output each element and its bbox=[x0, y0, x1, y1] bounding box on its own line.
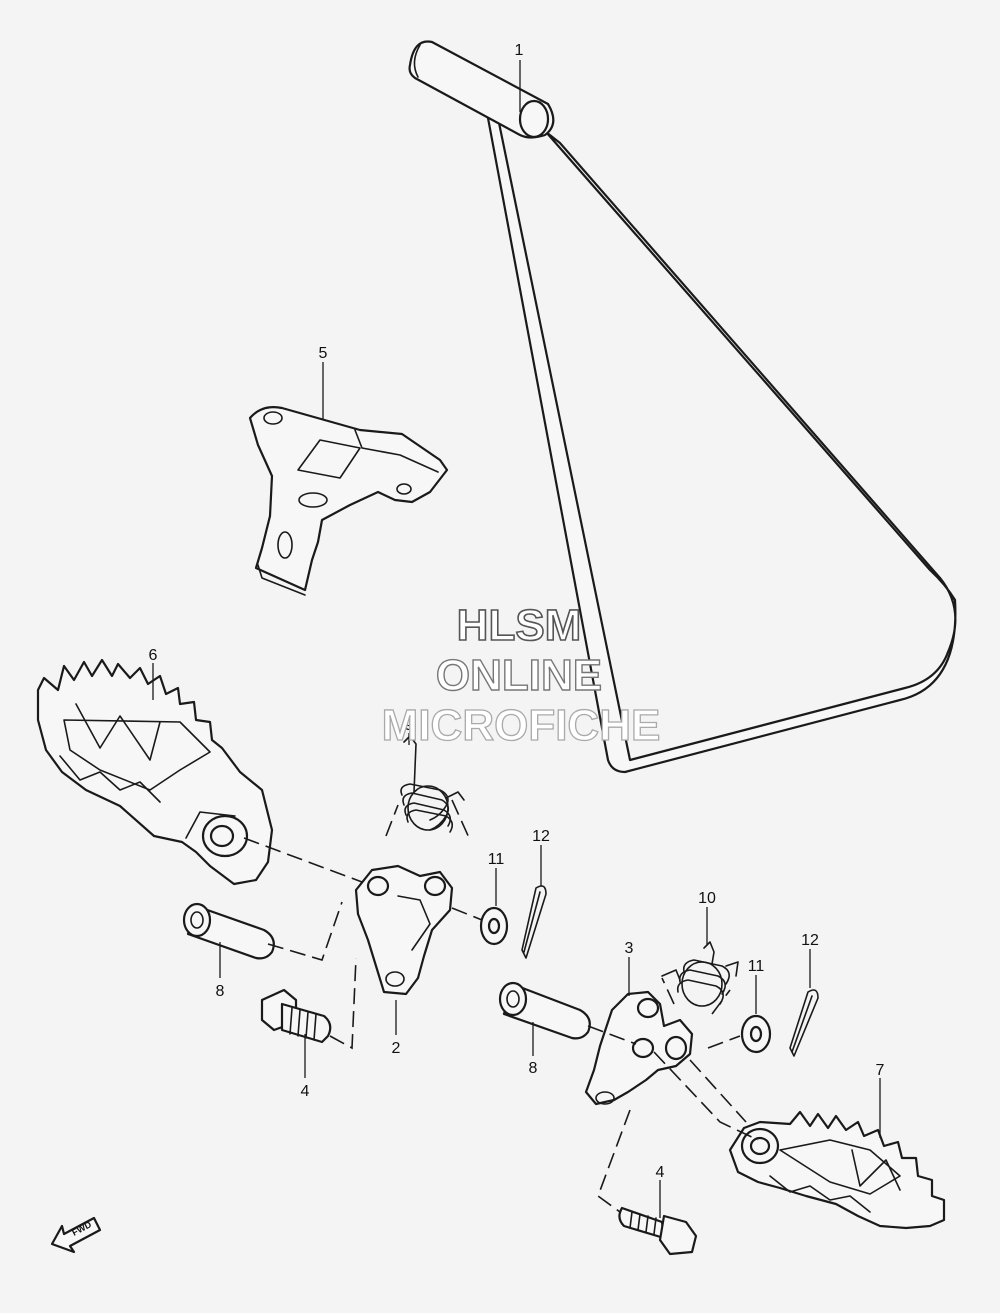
assembly-lines bbox=[243, 799, 759, 1213]
part-10-spring[interactable] bbox=[661, 941, 739, 1007]
callout-4-right: 4 bbox=[656, 1164, 665, 1181]
part-3-right-bracket[interactable] bbox=[584, 990, 694, 1106]
watermark-line-3: MICROFICHE bbox=[382, 701, 661, 750]
part-4-bolt-left[interactable] bbox=[260, 988, 332, 1044]
callout-12-left: 12 bbox=[532, 828, 550, 845]
part-12-cotter-pin-left[interactable] bbox=[521, 885, 547, 959]
callout-9: 9 bbox=[405, 717, 414, 734]
part-11-washer-left[interactable] bbox=[479, 906, 509, 946]
part-8-pin-right[interactable] bbox=[498, 981, 591, 1040]
callout-6: 6 bbox=[149, 647, 158, 664]
part-11-washer-right[interactable] bbox=[740, 1014, 772, 1054]
watermark-line-2: ONLINE bbox=[436, 651, 602, 700]
callout-numbers: 1 5 6 9 11 12 8 2 4 10 3 11 12 8 7 4 bbox=[149, 42, 885, 1181]
callout-8-left: 8 bbox=[216, 983, 225, 1000]
callout-10: 10 bbox=[698, 890, 716, 907]
callout-12-right: 12 bbox=[801, 932, 819, 949]
callout-2: 2 bbox=[392, 1040, 401, 1057]
watermark: HLSM ONLINE MICROFICHE bbox=[381, 600, 661, 750]
callout-7: 7 bbox=[876, 1062, 885, 1079]
callout-4-left: 4 bbox=[301, 1083, 310, 1100]
watermark-line-1: HLSM bbox=[457, 601, 582, 650]
part-9-spring[interactable] bbox=[400, 735, 465, 833]
part-1-stand[interactable] bbox=[408, 40, 957, 774]
callout-leaders bbox=[152, 60, 881, 1218]
part-8-pin-left[interactable] bbox=[182, 902, 275, 960]
part-5-bracket[interactable] bbox=[248, 406, 449, 596]
part-12-cotter-pin-right[interactable] bbox=[789, 989, 819, 1057]
fwd-arrow-icon: FWD bbox=[50, 1216, 102, 1254]
part-4-bolt-right[interactable] bbox=[618, 1206, 698, 1256]
part-2-left-bracket[interactable] bbox=[354, 864, 454, 996]
callout-11-right: 11 bbox=[748, 958, 765, 975]
callout-1: 1 bbox=[515, 42, 524, 59]
callout-8-right: 8 bbox=[529, 1060, 538, 1077]
callout-5: 5 bbox=[319, 345, 328, 362]
part-7-right-footpeg[interactable] bbox=[728, 1110, 946, 1230]
callout-11-left: 11 bbox=[488, 851, 505, 868]
part-6-left-footpeg[interactable] bbox=[36, 658, 274, 886]
callout-3: 3 bbox=[625, 940, 634, 957]
